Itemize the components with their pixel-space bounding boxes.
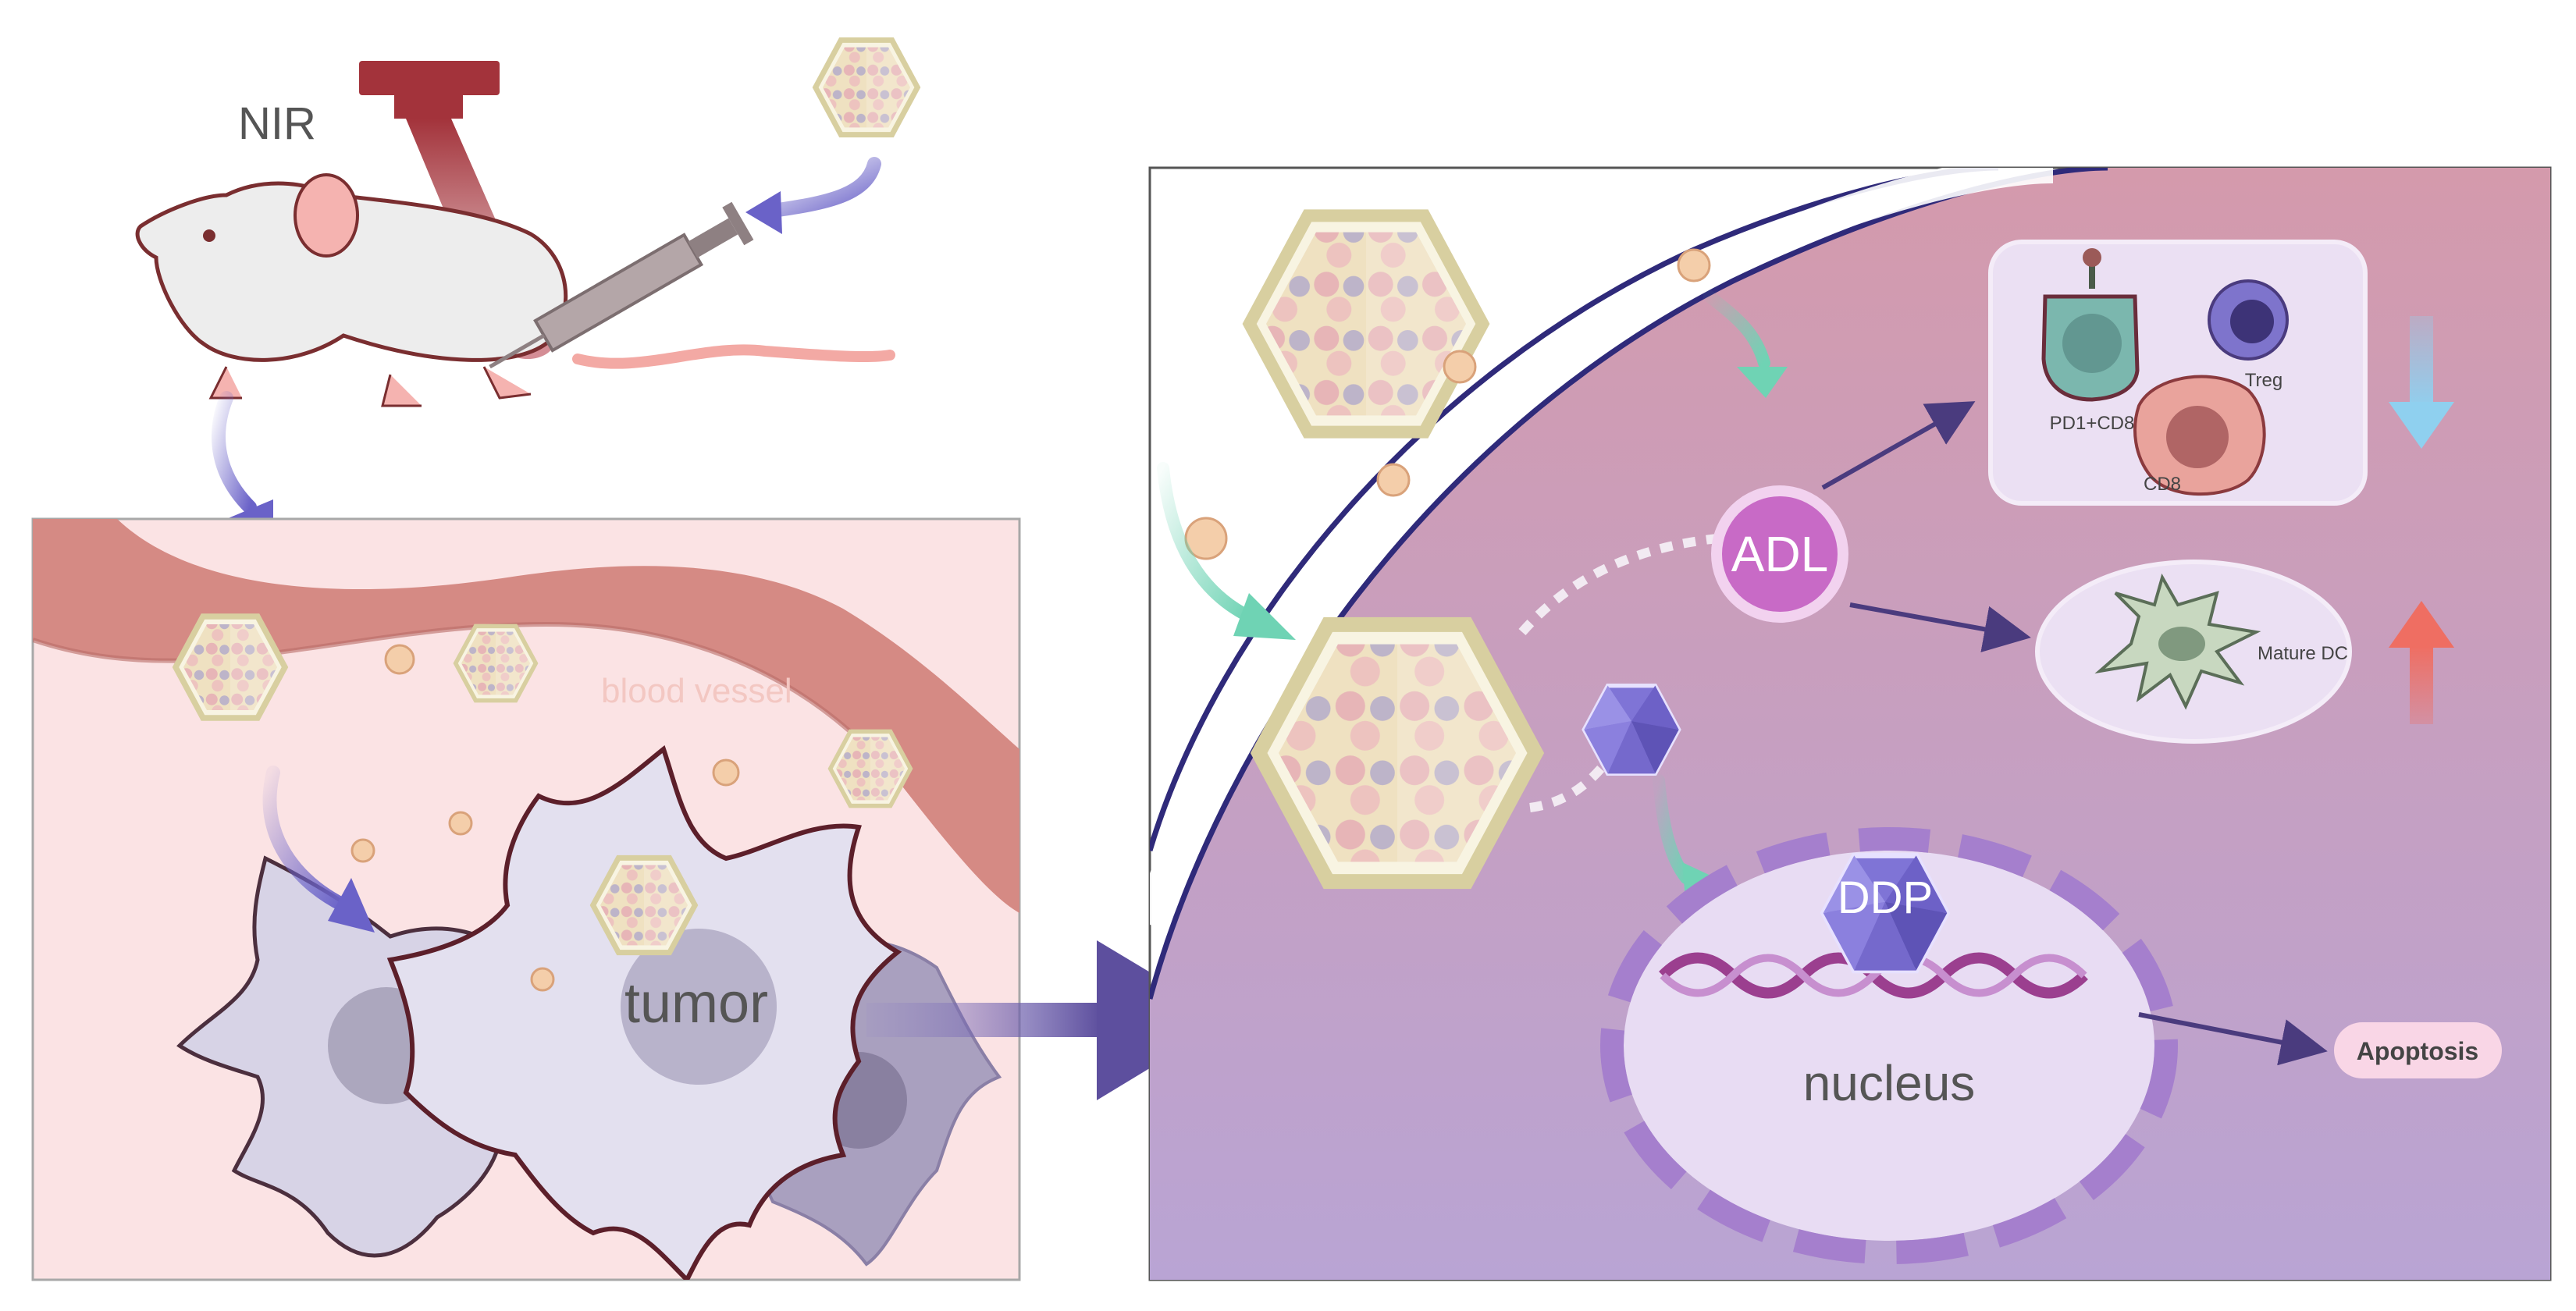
arrow-to-apoptosis [2138,1012,2328,1066]
pd1-cd8-label: PD1+CD8 [2050,413,2135,434]
drug-particle [448,811,473,836]
injection-scene: NIR [135,40,918,550]
mature-dc-box: Mature DC [2035,560,2352,744]
tumor-panel: blood vessel tumor [31,517,1021,1281]
cell-mechanism-panel: ADL PD1+CD8 Treg [1148,166,2552,1281]
nanoparticle-extracellular [1250,215,1483,432]
nir-label: NIR [238,98,316,149]
arrow-adl-to-dc [1849,602,2031,652]
adl-label: ADL [1731,526,1829,582]
nanoparticle-in-vessel [831,731,911,805]
dna-helix-icon [1659,952,2088,999]
arrow-adl-to-tcells [1821,401,1976,490]
nucleus-label: nucleus [1803,1055,1976,1111]
mouse-icon [135,173,895,407]
drug-particle [1677,248,1711,282]
apoptosis-label: Apoptosis [2357,1037,2478,1065]
ddp-label: DDP [1838,872,1933,923]
nucleus: nucleus [1600,827,2178,1264]
ddp-particle-released [1584,686,1678,774]
apoptosis-badge: Apoptosis [2334,1022,2502,1078]
nanoparticle-in-vessel [176,616,285,718]
cd8-cell: CD8 [2133,375,2266,496]
adl-node: ADL [1711,485,1848,623]
tcell-box: PD1+CD8 Treg CD8 [1988,240,2368,506]
drug-particle [530,967,555,992]
syringe-icon [489,201,754,369]
drug-particle [1376,463,1411,497]
nanoparticle-internalized [1259,624,1536,881]
nanoparticle-in-tumor [593,858,696,952]
nanoparticle-in-vessel [456,626,536,700]
treg-cell: Treg [2208,279,2289,391]
treg-label: Treg [2245,370,2282,391]
increase-arrow [2389,601,2454,724]
pd1-cd8-cell: PD1+CD8 [2041,248,2140,434]
cd8-label: CD8 [2144,474,2181,495]
drug-particle [350,838,375,863]
ddp-node: DDP [1823,855,1948,970]
tumor-label: tumor [624,972,768,1035]
mature-dc-label: Mature DC [2258,643,2348,664]
decrease-arrow [2389,316,2454,449]
drug-particle [1443,350,1477,384]
nanoparticle-icon [816,40,918,134]
drug-particle [712,759,740,787]
blood-vessel-label: blood vessel [601,672,792,710]
drug-particle [384,644,415,675]
